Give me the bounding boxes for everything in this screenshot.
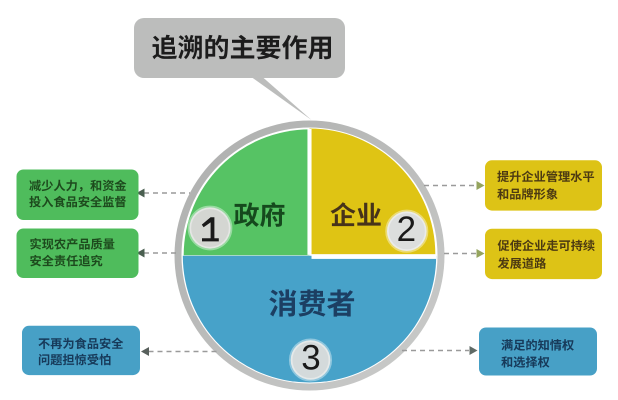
svg-text:3: 3 [301, 339, 320, 378]
svg-text:2: 2 [397, 210, 416, 249]
